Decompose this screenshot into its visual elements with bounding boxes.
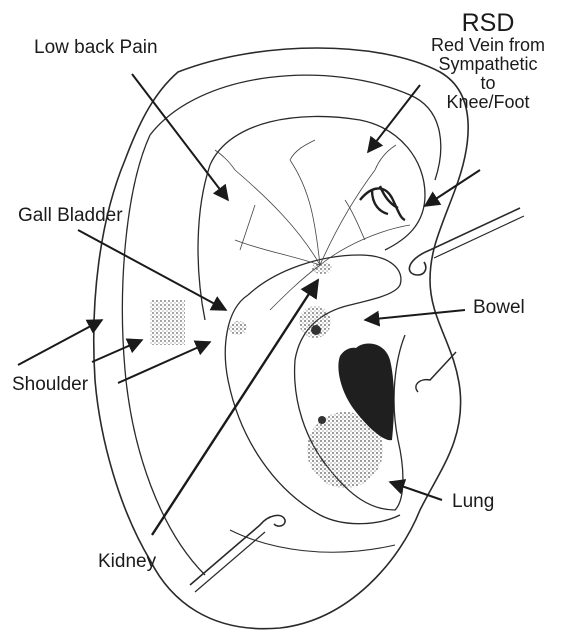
- arrow-bowel: [365, 310, 465, 320]
- shoulder-stipple: [150, 300, 185, 345]
- arrow-shoulder-1: [18, 320, 102, 365]
- label-lung: Lung: [452, 492, 494, 511]
- label-low-back-pain: Low back Pain: [34, 38, 158, 57]
- arrow-shoulder-2: [92, 340, 142, 362]
- ear-inner-rim-lower: [122, 135, 205, 575]
- vein-network: [215, 140, 410, 310]
- upper-hook-2: [434, 216, 524, 258]
- label-kidney: Kidney: [98, 552, 156, 571]
- gallbladder-stipple: [229, 321, 247, 335]
- mid-hook: [416, 352, 456, 392]
- bowel-dot: [311, 325, 321, 335]
- label-rsd-line-3: to: [404, 74, 568, 93]
- antihelix-outline: [210, 116, 425, 250]
- label-gall-bladder: Gall Bladder: [18, 206, 123, 225]
- arrow-shoulder-3: [118, 342, 210, 383]
- rsd-dark-vein: [360, 186, 405, 220]
- arrow-rsd-knee: [425, 170, 480, 206]
- rsd-annotation: RSD Red Vein from Sympathetic to Knee/Fo…: [404, 10, 568, 112]
- label-rsd-line-1: Red Vein from: [404, 36, 568, 55]
- label-rsd-line-2: Sympathetic: [404, 55, 568, 74]
- arrow-low-back-pain: [132, 74, 228, 200]
- upper-hook: [409, 208, 520, 275]
- lung-dot: [318, 416, 326, 424]
- label-bowel: Bowel: [473, 298, 525, 317]
- label-rsd-title: RSD: [404, 10, 568, 36]
- lower-hook-2: [195, 532, 265, 592]
- label-shoulder: Shoulder: [12, 375, 88, 394]
- label-rsd-line-4: Knee/Foot: [404, 93, 568, 112]
- arrow-gall-bladder: [78, 230, 226, 310]
- lowback-stipple: [312, 262, 332, 274]
- ear-inner-rim: [150, 75, 441, 180]
